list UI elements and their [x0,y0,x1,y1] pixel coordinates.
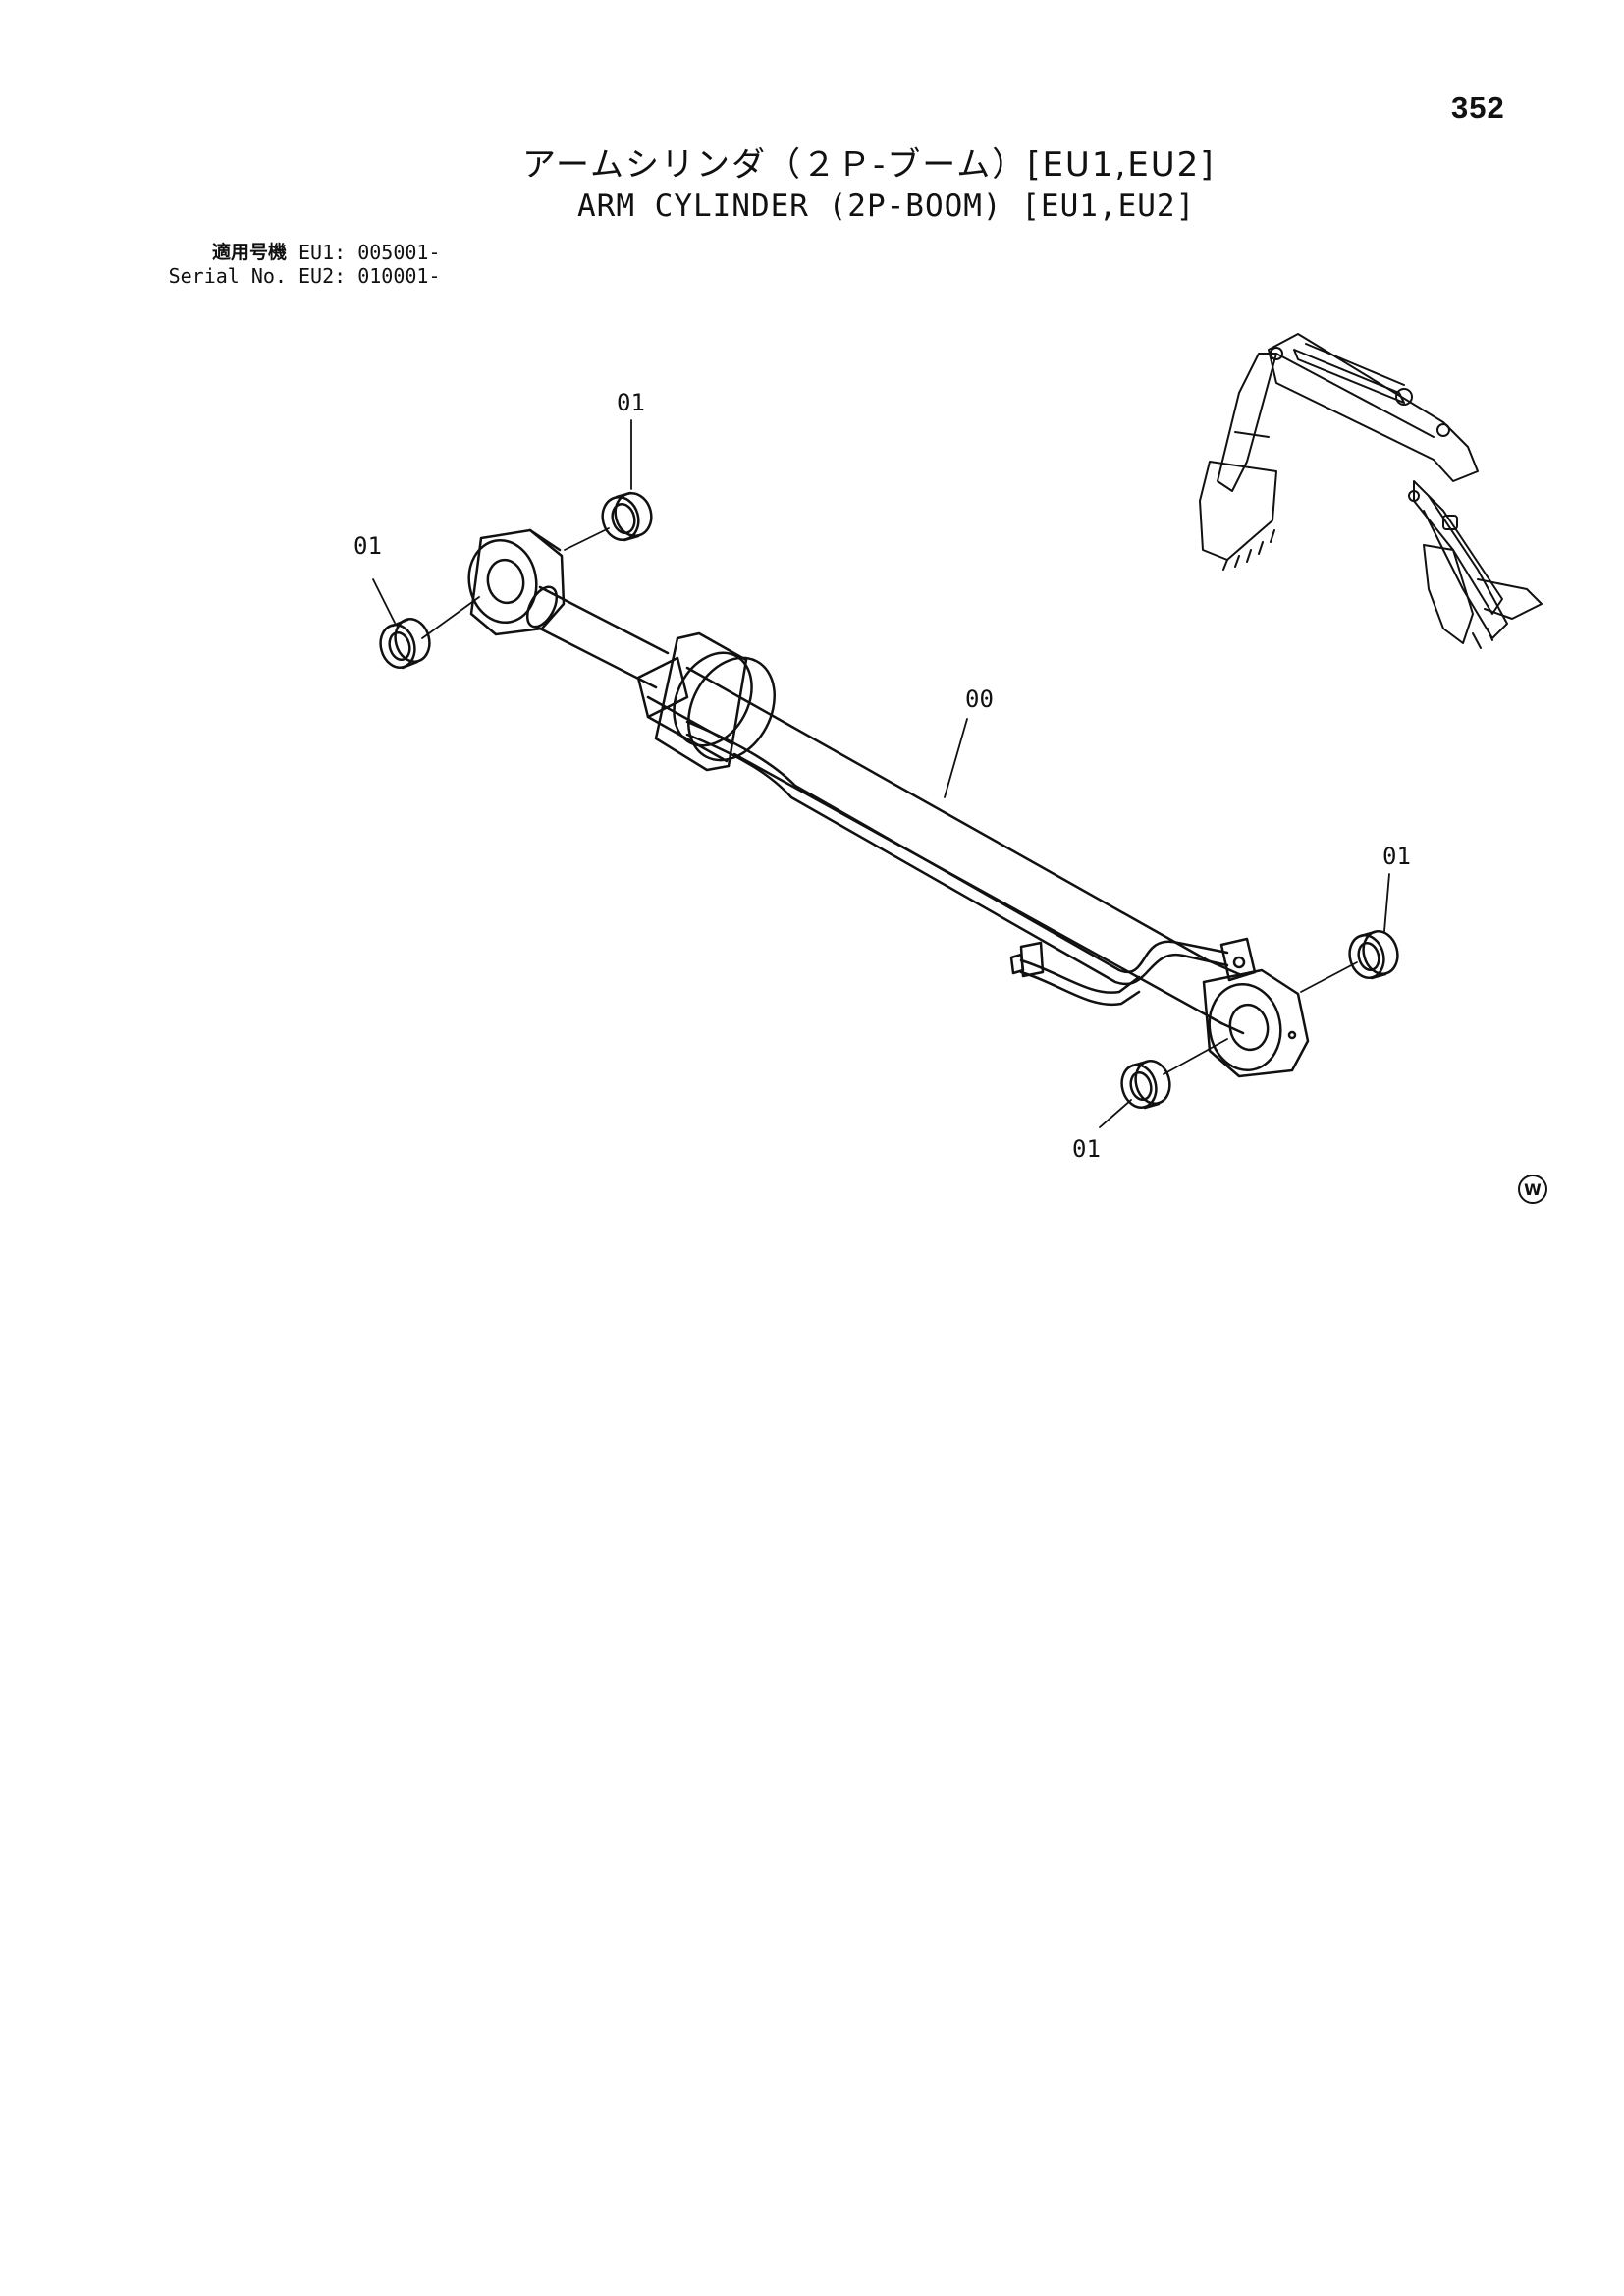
serial-eu1: EU1: 005001- [298,241,441,264]
callout-bushing-right: 01 [1382,843,1411,870]
callout-bushing-left: 01 [353,532,382,560]
w-mark-icon: W [1518,1175,1547,1204]
page-number: 352 [1451,90,1505,125]
cylinder-rod [525,585,670,689]
rod-end-eye [467,528,566,636]
page-title-japanese: アームシリンダ（２Ｐ-ブーム）[EU1,EU2] [522,145,1216,185]
bushing-top [601,491,653,542]
leader-lines [372,419,1390,1128]
bushing-right [1348,930,1399,980]
serial-row-eu2: Serial No. EU2: 010001- [143,264,441,288]
serial-label-english: Serial No. [168,264,287,288]
bushing-bottom [1120,1060,1171,1110]
page-title-english: ARM CYLINDER (2P-BOOM) [EU1,EU2] [577,189,1196,224]
callout-cylinder: 00 [965,685,994,713]
serial-eu2: EU2: 010001- [298,264,441,288]
serial-row-eu1: 適用号機 EU1: 005001- [143,241,441,264]
bottom-end-eye [1202,937,1310,1078]
callout-bushing-top: 01 [617,389,645,416]
callout-bushing-bottom: 01 [1072,1135,1101,1163]
hydraulic-pipes [685,720,1229,1007]
excavator-locator-icon [1199,333,1543,649]
serial-label-japanese: 適用号機 [211,242,287,263]
serial-number-block: 適用号機 EU1: 005001- Serial No. EU2: 010001… [143,241,441,288]
bushing-left [379,618,431,670]
cylinder-barrel [636,631,1245,1035]
